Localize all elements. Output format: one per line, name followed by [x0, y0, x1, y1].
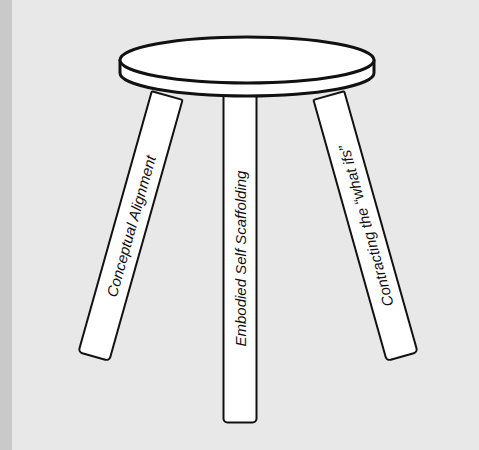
leg-label: Embodied Self Scaffolding — [232, 170, 249, 346]
stool-leg: Contracting the “what ifs” — [312, 90, 419, 362]
seat-top — [120, 37, 374, 83]
stool-leg: Conceptual Alignment — [77, 90, 184, 362]
page-border — [0, 0, 12, 450]
stool-leg: Embodied Self Scaffolding — [223, 93, 258, 423]
seat-side — [120, 60, 374, 96]
leg-label: Contracting the “what ifs” — [334, 143, 395, 308]
leg-label: Conceptual Alignment — [102, 153, 158, 298]
